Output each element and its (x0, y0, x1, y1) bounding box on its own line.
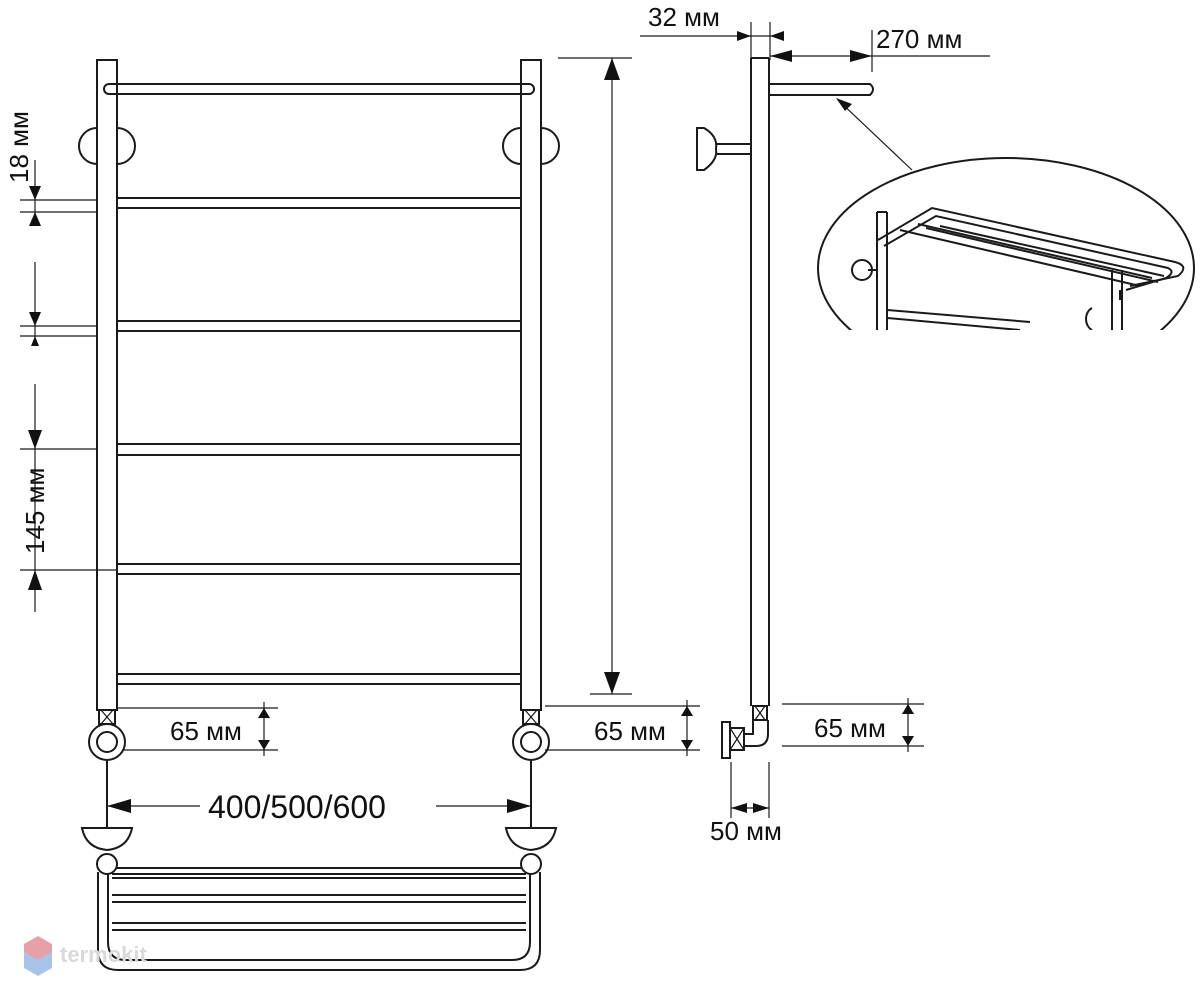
rung-gap-label: 18 мм (4, 111, 34, 183)
shelf-depth-label: 270 мм (876, 24, 962, 54)
right-connector (512, 709, 550, 830)
pipe-diameter-label: 32 мм (648, 2, 720, 32)
top-rail (103, 83, 535, 95)
rung-section (116, 454, 522, 565)
width-options-label: 400/500/600 (208, 789, 386, 825)
section-height-label: 145 мм (20, 468, 50, 554)
right-shelf-bracket (504, 827, 558, 852)
left-post (96, 59, 118, 711)
left-shelf-bracket (80, 827, 134, 852)
left-wall-bracket (78, 127, 98, 165)
rung-section (116, 207, 522, 322)
right-post (520, 59, 542, 711)
connection-right-label: 65 мм (594, 716, 666, 746)
connection-left-label: 65 мм (170, 716, 242, 746)
watermark-text: termokit (60, 942, 147, 967)
bottom-shelf (80, 827, 558, 971)
side-shelf-rail (769, 83, 874, 96)
side-wall-bracket (696, 127, 718, 171)
rung-section (116, 573, 522, 675)
left-dimension-stack (20, 160, 118, 612)
rung-section (116, 330, 522, 445)
left-connector (88, 709, 126, 830)
connection-right-dimension (545, 700, 700, 756)
right-wall-bracket (502, 127, 522, 165)
connection-side-label: 65 мм (814, 713, 886, 743)
front-view: 18 мм 145 мм 65 мм 65 мм (4, 57, 700, 971)
side-view: 32 мм 270 мм (640, 2, 990, 846)
watermark: termokit (24, 936, 147, 976)
connection-left-dimension (117, 702, 278, 756)
shelf-detail-callout (817, 157, 1195, 330)
width-dimension (107, 799, 531, 813)
side-elbow-connector (721, 705, 769, 759)
wall-offset-label: 50 мм (710, 816, 782, 846)
height-dimension (558, 57, 632, 695)
